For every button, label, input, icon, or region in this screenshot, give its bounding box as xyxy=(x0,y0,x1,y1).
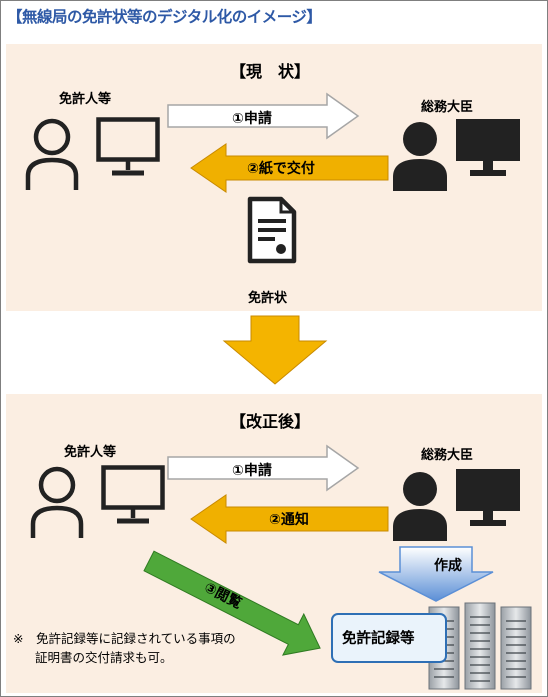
revised-heading: 【改正後】 xyxy=(230,412,311,431)
monitor-icon xyxy=(456,469,520,526)
apply-arrow-label: ①申請 xyxy=(232,463,272,479)
diagram-title: 【無線局の免許状等のデジタル化のイメージ】 xyxy=(7,8,322,26)
create-arrow xyxy=(378,546,494,602)
person-icon xyxy=(25,118,79,190)
note-line-2: 証明書の交付請求も可。 xyxy=(35,650,173,665)
monitor-icon xyxy=(96,117,160,176)
apply-arrow xyxy=(167,92,360,140)
license-record-label: 免許記録等 xyxy=(342,631,415,647)
revised-ministry-label: 総務大臣 xyxy=(421,448,474,463)
issue-arrow xyxy=(190,143,389,193)
issue-arrow-label: ②紙で交付 xyxy=(247,161,315,177)
document-icon xyxy=(247,196,297,264)
create-arrow-label: 作成 xyxy=(434,558,462,574)
license-record-box xyxy=(331,613,447,663)
document-label: 免許状 xyxy=(248,291,288,306)
current-licensee-label: 免許人等 xyxy=(59,92,112,107)
person-icon xyxy=(393,122,447,191)
person-icon xyxy=(30,466,84,538)
notify-arrow xyxy=(190,494,389,544)
person-icon xyxy=(393,472,447,541)
notify-arrow-label: ②通知 xyxy=(269,512,309,528)
apply-arrow xyxy=(167,444,360,492)
transition-down-arrow xyxy=(222,315,328,385)
current-ministry-label: 総務大臣 xyxy=(421,100,474,115)
current-heading: 【現 状】 xyxy=(230,62,311,81)
revised-licensee-label: 免許人等 xyxy=(64,445,117,460)
note-line-1: ※ 免許記録等に記録されている事項の xyxy=(13,631,236,646)
view-arrow xyxy=(143,550,321,656)
monitor-icon xyxy=(101,465,165,524)
monitor-icon xyxy=(456,119,520,176)
apply-arrow-label: ①申請 xyxy=(232,111,272,127)
